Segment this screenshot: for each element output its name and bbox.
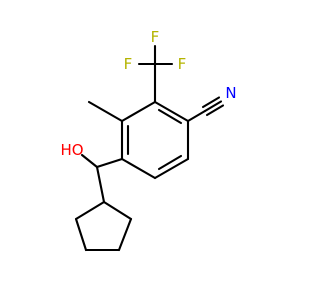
ring-double-bond-a — [157, 108, 183, 125]
bond-ring-nitrile-carbon — [186, 109, 207, 123]
cyclopentyl-bond-4 — [74, 217, 88, 252]
cyclopentyl-bond-5 — [74, 200, 106, 221]
bond-methyl — [87, 100, 124, 123]
fluorine-right-label: F — [178, 55, 187, 73]
bond-carbinol-cyclopentyl — [95, 165, 106, 204]
fluorine-top-label: F — [151, 28, 160, 46]
ring-bond-3 — [153, 157, 190, 180]
ring-bond-4 — [120, 157, 157, 180]
hydroxyl-label: HO — [60, 141, 83, 159]
ring-bond-1 — [153, 100, 190, 123]
ring-double-bond-b — [157, 154, 183, 171]
bond-nitrile-triple-b — [203, 100, 223, 113]
bond-ring-carbinol — [95, 157, 124, 169]
bond-carbinol-oxygen — [80, 153, 99, 169]
fluorine-left-label: F — [124, 55, 133, 73]
cyclopentyl-bond-2 — [117, 217, 133, 252]
bond-nitrile-triple-c — [205, 104, 225, 117]
molecule-structure: F F F N HO — [60, 28, 237, 252]
ring-bond-6 — [120, 100, 157, 123]
bond-nitrile-triple-a — [201, 96, 221, 109]
cyclopentyl-bond-1 — [102, 200, 133, 221]
nitrile-nitrogen-label: N — [225, 84, 236, 102]
